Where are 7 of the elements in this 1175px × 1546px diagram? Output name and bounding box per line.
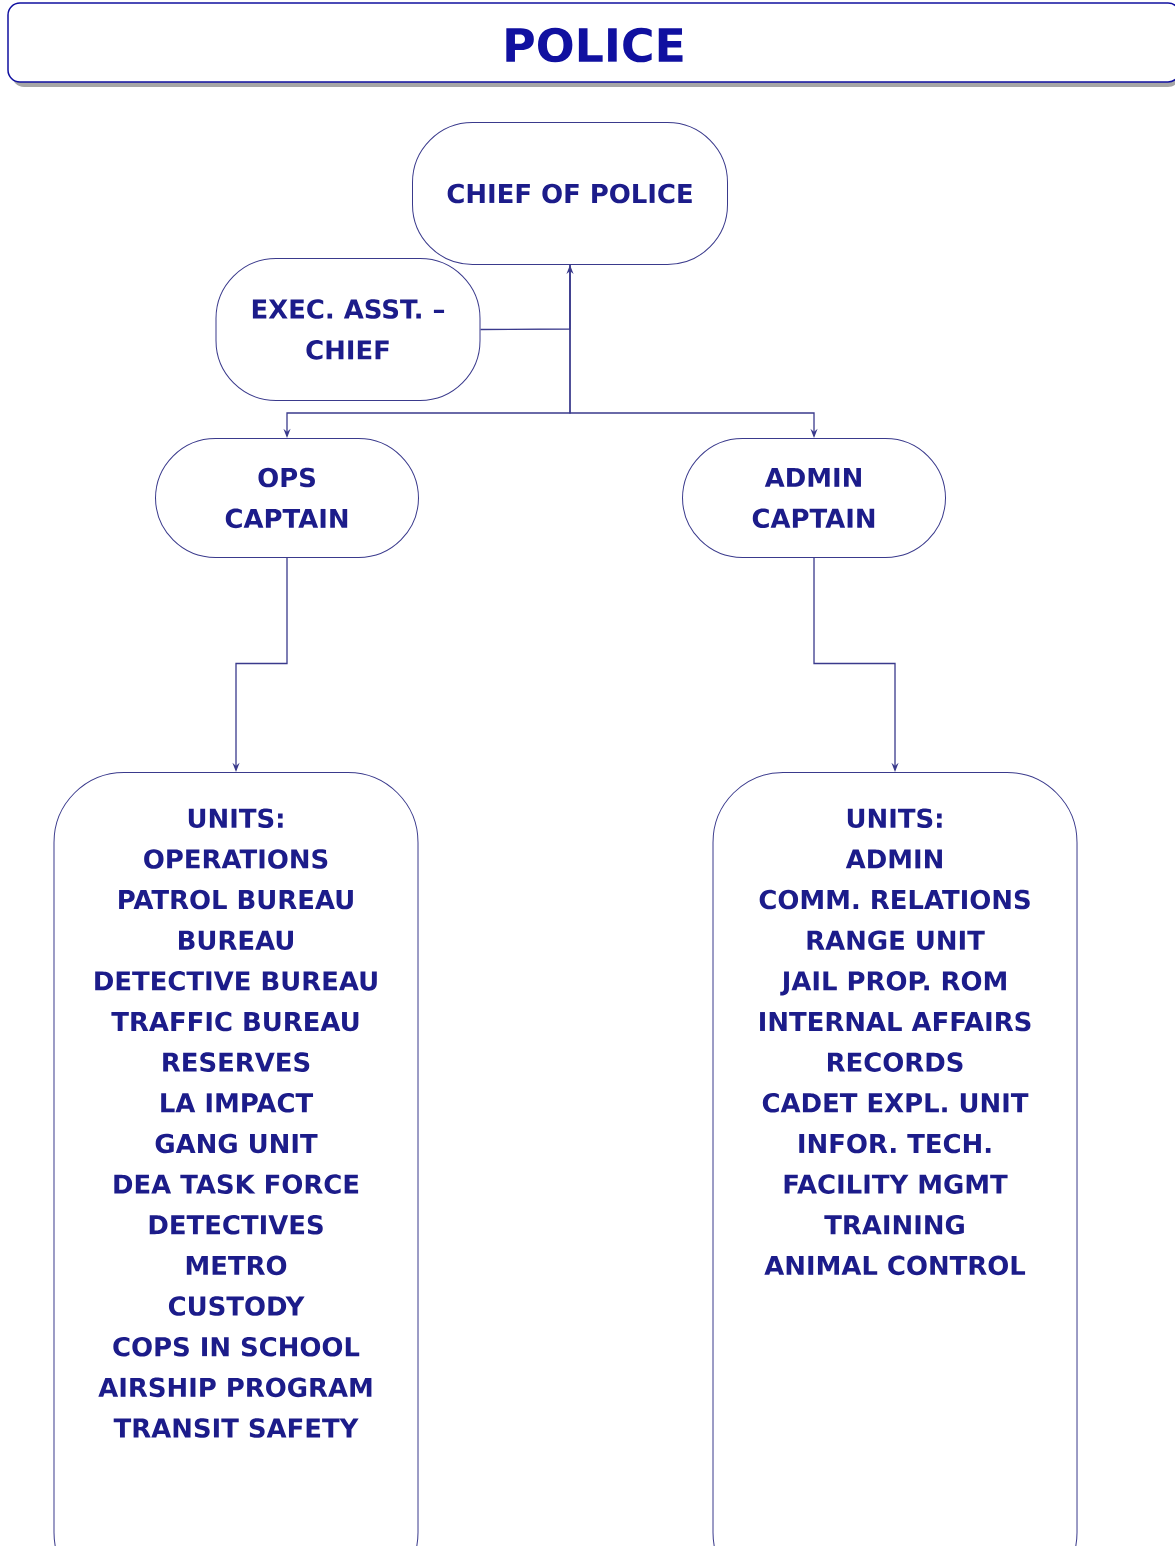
position-box: ADMIN CAPTAIN bbox=[682, 438, 946, 558]
position-box: OPS CAPTAIN bbox=[155, 438, 419, 558]
units-box: UNITS: ADMIN COMM. RELATIONS RANGE UNIT JAIL PROP. ROM INTERNAL AFFAIRS RECORDS CADET EXPL. UNIT INFOR. TECH. FACILITY MGMT TRAINING ANIMAL CONTROL bbox=[712, 772, 1078, 1546]
position-box: CHIEF OF POLICE bbox=[412, 122, 728, 265]
position-box: EXEC. ASST. – CHIEF bbox=[215, 258, 481, 401]
units-box: UNITS: OPERATIONS PATROL BUREAU BUREAU DETECTIVE BUREAU TRAFFIC BUREAU RESERVES LA IMPACT GANG UNIT DEA TASK FORCE DETECTIVES METRO CUSTODY COPS IN SCHOOL AIRSHIP PROGRAM TRANSIT SAFETY bbox=[53, 772, 419, 1546]
title-banner: POLICE bbox=[7, 2, 1175, 87]
